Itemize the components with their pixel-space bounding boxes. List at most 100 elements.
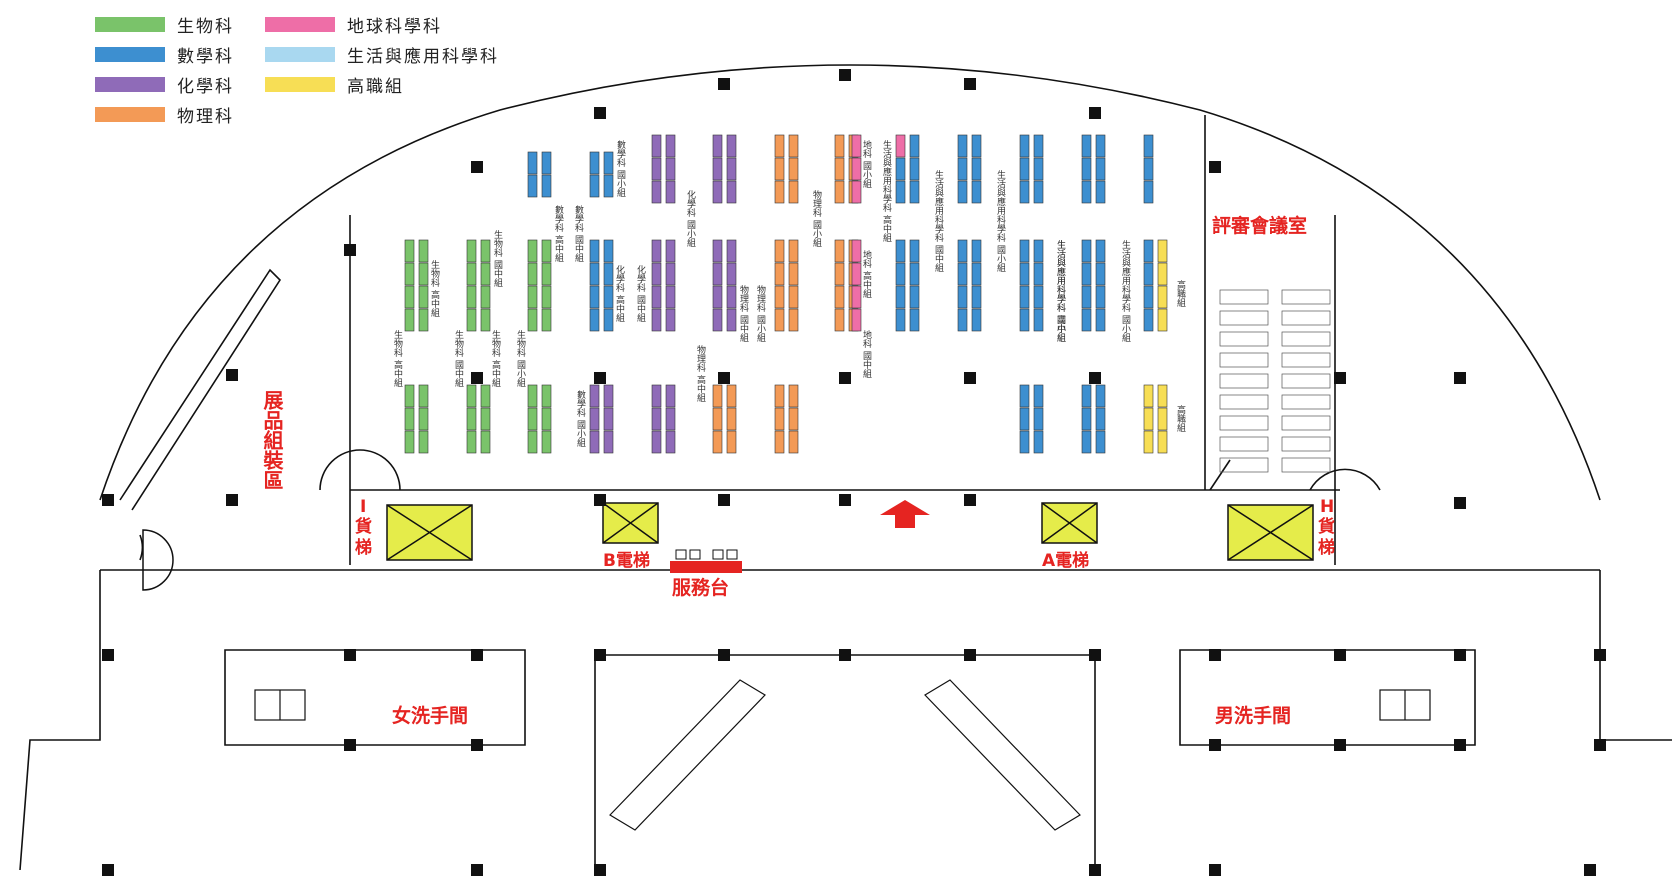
booth	[909, 157, 920, 181]
column	[1089, 372, 1101, 384]
booth	[603, 285, 614, 309]
booth	[589, 174, 600, 198]
booth	[726, 384, 737, 408]
legend-swatch	[265, 17, 335, 32]
side-verticals	[349, 490, 1336, 565]
booth	[589, 262, 600, 286]
booth	[712, 134, 723, 158]
column	[471, 739, 483, 751]
booth	[480, 308, 491, 332]
zone-label-math-es-bottom: 數學科 國小組	[575, 389, 586, 447]
column	[1454, 497, 1466, 509]
booth	[971, 157, 982, 181]
column	[1334, 739, 1346, 751]
column	[1089, 649, 1101, 661]
meeting-table	[1281, 331, 1331, 347]
booth	[541, 430, 552, 454]
column	[718, 372, 730, 384]
booth	[957, 157, 968, 181]
zone-label-chem-jh: 化學科 國中組	[635, 264, 646, 322]
booth	[712, 308, 723, 332]
booth	[603, 151, 614, 175]
booth	[1033, 262, 1044, 286]
booth	[1157, 285, 1168, 309]
exhibit-booths	[404, 134, 1168, 454]
booth	[1157, 430, 1168, 454]
booth	[726, 134, 737, 158]
booth	[1019, 384, 1030, 408]
booth	[788, 407, 799, 431]
booth	[527, 262, 538, 286]
booth	[895, 157, 906, 181]
booth	[788, 384, 799, 408]
zone-label-chem-hs: 化學科 高中組	[614, 264, 625, 322]
booth	[957, 285, 968, 309]
booth	[971, 262, 982, 286]
booth	[527, 430, 538, 454]
booth	[651, 308, 662, 332]
booth	[1081, 157, 1092, 181]
booth	[1095, 262, 1106, 286]
door-arc	[139, 534, 144, 561]
booth	[957, 262, 968, 286]
column	[839, 649, 851, 661]
booth	[726, 262, 737, 286]
booth	[1143, 430, 1154, 454]
booth	[712, 239, 723, 263]
corner-arc-right	[1209, 459, 1231, 491]
column	[1454, 372, 1466, 384]
booth	[909, 262, 920, 286]
zone-label-bio-hs-2: 生物科 高中組	[429, 259, 440, 317]
column	[471, 372, 483, 384]
escalators	[609, 679, 1081, 831]
zone-label-bio-hs-3: 生物科 高中組	[490, 329, 501, 387]
booth	[726, 180, 737, 204]
column	[718, 649, 730, 661]
meeting-table	[1219, 352, 1269, 368]
escalator-left	[609, 679, 766, 831]
column	[718, 494, 730, 506]
legend-label: 高職組	[347, 77, 404, 97]
zone-label-life-es-2: 生活與應用科學科 國小組	[1055, 239, 1066, 342]
booth	[1143, 285, 1154, 309]
booth	[851, 180, 862, 204]
booth	[466, 407, 477, 431]
booth	[404, 384, 415, 408]
booth	[1095, 285, 1106, 309]
booth	[603, 239, 614, 263]
booth	[1033, 407, 1044, 431]
booth	[480, 239, 491, 263]
booth	[480, 430, 491, 454]
booth	[466, 308, 477, 332]
booth	[651, 134, 662, 158]
booth	[1095, 308, 1106, 332]
booth	[1095, 384, 1106, 408]
booth	[651, 180, 662, 204]
freight-i-char2: 梯	[355, 537, 372, 558]
booth	[895, 239, 906, 263]
booth	[788, 430, 799, 454]
booth	[418, 384, 429, 408]
meeting-table	[1219, 436, 1269, 452]
meeting-table	[1281, 457, 1331, 473]
booth	[834, 285, 845, 309]
booth	[480, 262, 491, 286]
column	[226, 494, 238, 506]
booth	[665, 407, 676, 431]
booth	[1095, 430, 1106, 454]
booth	[712, 157, 723, 181]
walls	[19, 64, 1672, 871]
booth	[774, 285, 785, 309]
zone-label-phys-es-mid: 物理科 國小組	[755, 284, 766, 342]
booth	[541, 407, 552, 431]
booth	[665, 262, 676, 286]
booth	[971, 285, 982, 309]
judges-room-label: 評審會議室	[1212, 214, 1307, 237]
booth	[788, 239, 799, 263]
booth	[895, 308, 906, 332]
booth	[527, 174, 538, 198]
mens-room-outline	[1179, 649, 1476, 746]
booth	[957, 239, 968, 263]
booth	[909, 180, 920, 204]
